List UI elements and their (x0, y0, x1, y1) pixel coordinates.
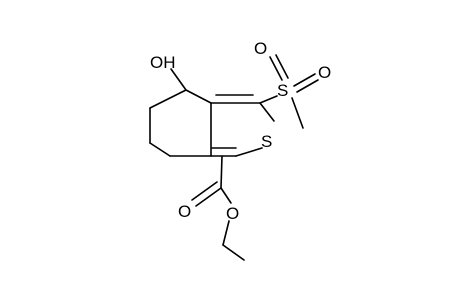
bond-c-o-ester (220, 187, 232, 204)
bond-ch2-ch3 (222, 244, 245, 261)
bond-s-o-right-b (296, 79, 319, 93)
sulfone-oxygen-right-label: O (318, 63, 331, 82)
bond-o-ch2 (222, 220, 230, 246)
thiophene-sulfur-label: S (261, 132, 272, 151)
hydroxyl-label: OH (150, 53, 176, 72)
bond-s-o-top-b (275, 54, 289, 79)
sulfone-sulfur-label: S (277, 81, 288, 100)
bond-s-o-right-a (293, 73, 316, 87)
bond-carbonyl-a (195, 187, 222, 207)
bond-c4-c5 (149, 89, 187, 109)
bond-carbonyl-b (191, 181, 218, 201)
bond-c1-carbonyl-c (220, 155, 223, 189)
bond-s-ring-c1 (235, 147, 263, 157)
bond-c3-s-ring (259, 102, 275, 122)
bond-s-o-top-a (269, 56, 283, 81)
bond-c3-sulfone-s (259, 95, 278, 104)
sulfone-oxygen-top-label: O (254, 39, 267, 58)
bond-s-methyl (291, 97, 304, 129)
ester-oxygen-label: O (226, 204, 239, 223)
bond-c6-c7 (149, 142, 171, 157)
bond-c4-c3a (185, 89, 212, 104)
bond-c4-oh (170, 68, 187, 91)
carbonyl-oxygen-label: O (178, 202, 191, 221)
